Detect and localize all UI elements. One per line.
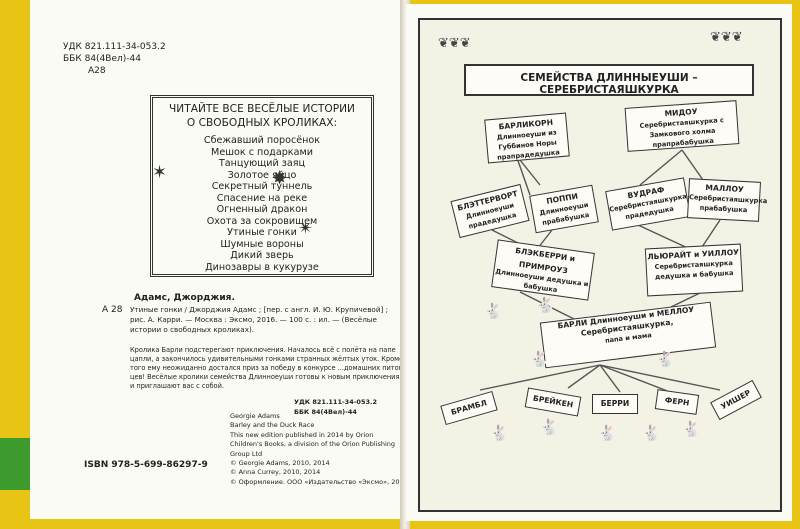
annotation-line: цапли, а закончилось удивительными гонка… <box>130 355 404 363</box>
bibliography-line: Утиные гонки / Джорджия Адамс ; [пер. с … <box>130 305 389 314</box>
book-gutter <box>400 0 410 529</box>
sparkle-icon: ✸ <box>272 168 288 189</box>
member-role: Серебристаяшкурка дедушка и бабушка <box>654 258 734 282</box>
series-title: Утиные гонки <box>227 227 297 238</box>
family-tree-parchment: ❦❦❦ ❦❦❦ СЕМЕЙСТВА ДЛИННЫЕУШИ – СЕРЕБРИСТ… <box>418 18 782 512</box>
series-title: Секретный туннель <box>211 181 313 192</box>
bbk-line: ББК 84(4Вел)-44 <box>63 54 141 64</box>
series-title: Танцующий заяц <box>218 158 306 169</box>
series-title: Сбежавший поросёнок <box>203 135 321 146</box>
rabbit-illustration: 🐇 <box>598 424 617 442</box>
bibliography-line: истории о свободных кроликах). <box>130 325 255 334</box>
original-credits: Georgie Adams Barley and the Duck Race T… <box>230 412 408 487</box>
bibliographic-description: Утиные гонки / Джорджия Адамс ; [пер. с … <box>130 305 415 335</box>
series-title: Охота за сокровищем <box>206 215 318 227</box>
member-lewright-willow: ЛЬЮРАЙТ и УИЛЛОУ Серебристаяшкурка дедуш… <box>644 243 744 297</box>
credit-line: Georgie Adams <box>230 412 280 420</box>
left-page: УДК 821.111-34-053.2 ББК 84(4Вел)-44 А28… <box>30 0 408 519</box>
rabbit-illustration: 🐇 <box>682 420 701 438</box>
series-heading-line-1: ЧИТАЙТЕ ВСЕ ВЕСЁЛЫЕ ИСТОРИИ <box>169 103 355 115</box>
member-role: Серебристаяшкурка прабабушка <box>688 193 768 215</box>
rabbit-illustration: 🐇 <box>540 418 559 436</box>
author-mark: А28 <box>88 66 106 76</box>
bbk-bottom: ББК 84(4Вел)-44 <box>294 408 357 416</box>
udk-bottom: УДК 821.111-34-053.2 <box>294 398 377 406</box>
right-page: ❦❦❦ ❦❦❦ СЕМЕЙСТВА ДЛИННЫЕУШИ – СЕРЕБРИСТ… <box>406 4 792 521</box>
credit-line: Children's Books, a division of the Orio… <box>230 440 396 449</box>
member-meadow: МИДОУ Серебристаяшкурка с Замкового холм… <box>624 100 740 152</box>
rabbit-illustration: 🐇 <box>490 424 509 442</box>
rabbit-illustration: 🐇 <box>536 296 555 314</box>
credit-line: © Оформление. ООО «Издательство «Эксмо»,… <box>230 477 408 486</box>
series-title: Огненный дракон <box>216 204 308 215</box>
family-tree-title-banner: СЕМЕЙСТВА ДЛИННЫЕУШИ – СЕРЕБРИСТАЯШКУРКА <box>464 64 754 96</box>
series-title: Золотое яйцо <box>227 169 297 181</box>
rabbit-illustration: 🐇 <box>484 302 503 320</box>
catalog-index: А 28 <box>102 305 123 315</box>
sparkle-icon: ✶ <box>152 162 168 183</box>
sparkle-icon: ✴ <box>298 218 314 239</box>
annotation-line: Кролика Барли подстерегают приключения. … <box>130 346 396 354</box>
vine-decoration: ❦❦❦ <box>710 30 743 45</box>
child-berry: БЕРРИ <box>592 394 638 414</box>
isbn: ISBN 978-5-699-86297-9 <box>84 460 208 470</box>
credit-line: Group Ltd <box>230 449 263 458</box>
rabbit-illustration: 🐇 <box>656 350 675 368</box>
member-barleycorn: БАРЛИКОРН Длинноеуши из Губбинов Норы пр… <box>484 112 570 164</box>
annotation-line: того ему неожиданно достался приз за поб… <box>130 364 407 372</box>
credit-line: © Georgie Adams, 2010, 2014 <box>230 459 330 468</box>
series-title: Динозавры в кукурузе <box>205 261 319 273</box>
rabbit-illustration: 🐇 <box>642 424 661 442</box>
annotation-line: и приглашают вас с собой. <box>130 382 224 390</box>
series-heading-line-2: О СВОБОДНЫХ КРОЛИКАХ: <box>186 117 338 129</box>
family-tree-title: СЕМЕЙСТВА ДЛИННЫЕУШИ – СЕРЕБРИСТАЯШКУРКА <box>520 72 698 96</box>
rabbit-illustration: 🐇 <box>530 350 549 368</box>
author-heading: Адамс, Джорджия. <box>134 293 235 303</box>
annotation-line: цев! Весёлые кролики семейства Длинноеуш… <box>130 373 405 381</box>
member-mallow: МАЛЛОУ Серебристаяшкурка прабабушка <box>687 178 768 222</box>
udk-line: УДК 821.111-34-053.2 <box>63 42 166 52</box>
series-title: Шумные вороны <box>220 238 304 250</box>
credit-line: This new edition published in 2014 by Or… <box>230 430 374 439</box>
vine-decoration: ❦❦❦ <box>438 36 471 51</box>
series-title: Спасение на реке <box>216 192 308 204</box>
series-list-frame: ЧИТАЙТЕ ВСЕ ВЕСЁЛЫЕ ИСТОРИИ О СВОБОДНЫХ … <box>150 95 374 277</box>
bibliography-line: рис. А. Карри. — Москва : Эксмо, 2016. —… <box>130 315 377 324</box>
credit-line: Barley and the Duck Race <box>230 421 315 430</box>
series-title: Мешок с подарками <box>211 146 313 158</box>
annotation: Кролика Барли подстерегают приключения. … <box>130 346 415 391</box>
series-title: Дикий зверь <box>230 250 294 261</box>
credit-line: © Anna Currey, 2010, 2014 <box>230 468 321 477</box>
